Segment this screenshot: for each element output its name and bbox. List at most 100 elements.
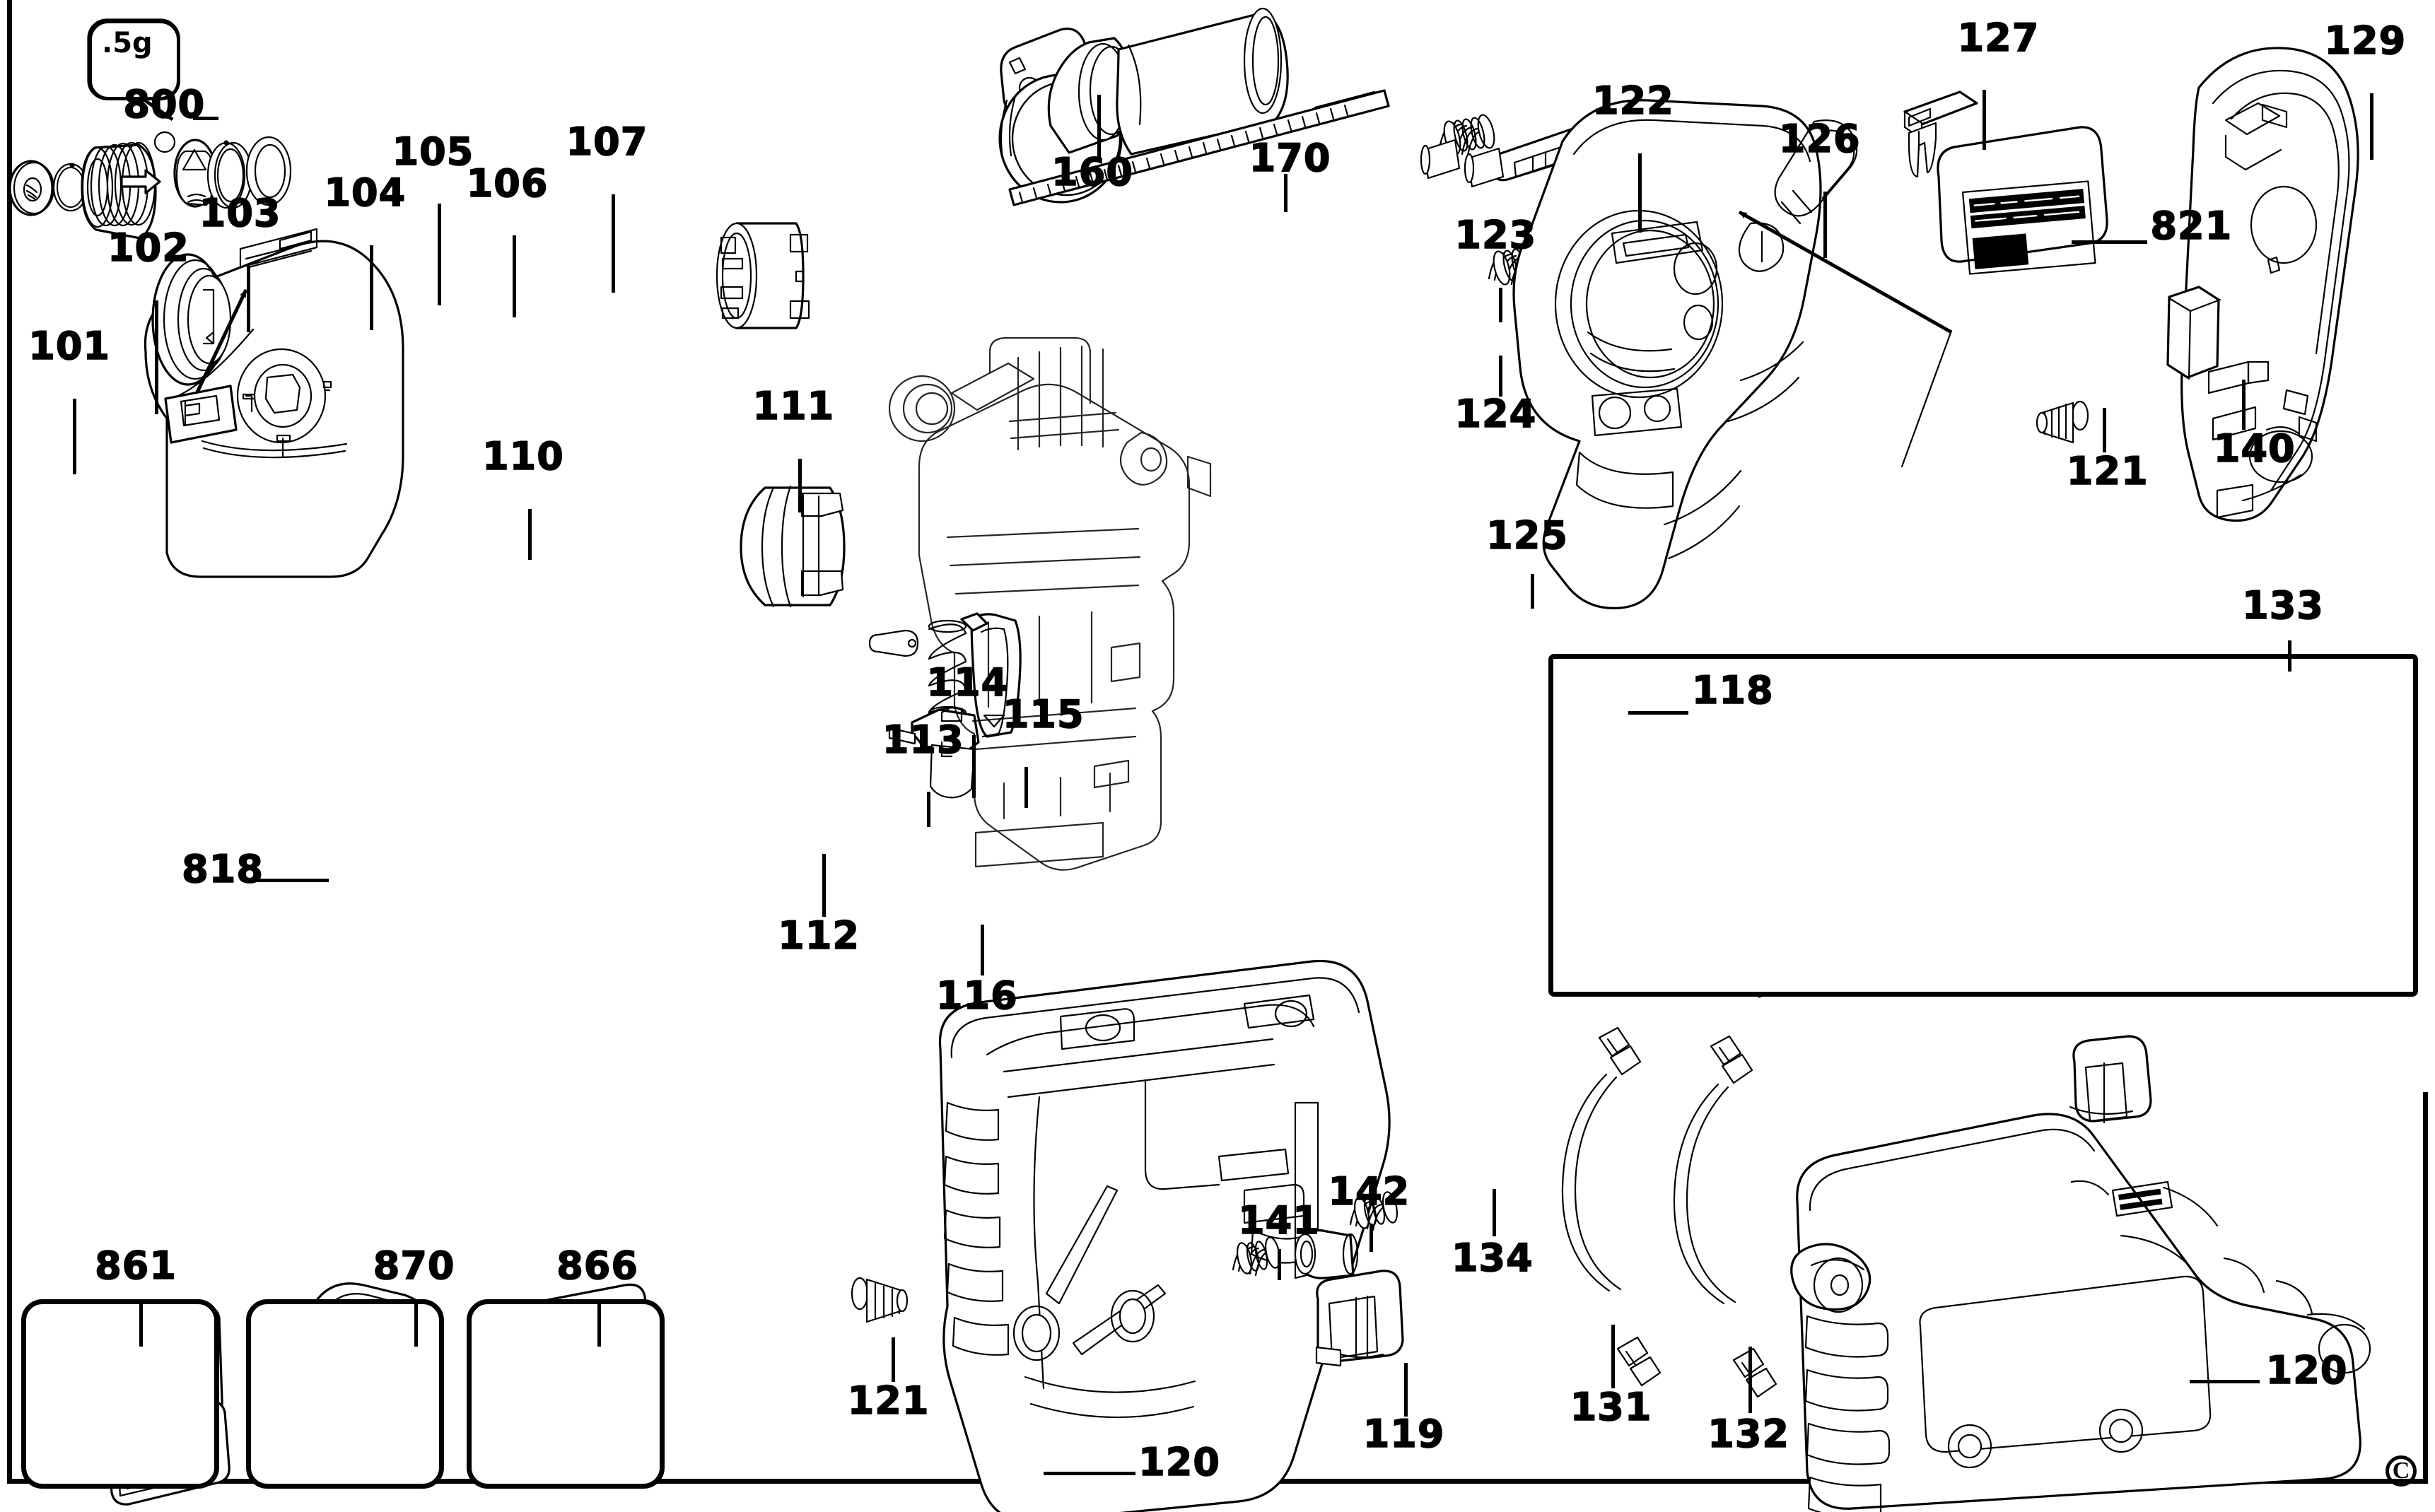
- leader-line-106: [512, 235, 516, 318]
- part-132-art: [1673, 1035, 1777, 1398]
- callout-number-102-retaining-ring: 102: [107, 225, 189, 271]
- leader-line-110: [527, 509, 532, 560]
- leader-line-102: [155, 300, 159, 414]
- leader-line-105: [438, 204, 442, 305]
- callout-number-121-screw-handle: 121: [2066, 448, 2149, 493]
- part-123-art: [1438, 114, 1495, 157]
- leader-line-866: [597, 1302, 602, 1347]
- callout-number-124-carbon-brush: 124: [1454, 392, 1537, 437]
- callout-number-821-rating-nameplate: 821: [2150, 203, 2233, 248]
- leader-line-870: [414, 1302, 418, 1347]
- part-104-art: [153, 131, 176, 153]
- leader-line-121: [2103, 407, 2107, 452]
- inset-box-harness-133: [1548, 654, 2418, 997]
- callout-number-125-contact-spring: 125: [1485, 513, 1568, 558]
- leader-line-120: [2190, 1380, 2260, 1384]
- callout-number-119-battery-latch: 119: [1362, 1411, 1445, 1456]
- part-160-art: [998, 7, 1289, 204]
- leader-line-119: [1403, 1362, 1408, 1417]
- part-121-handle-art: [2036, 400, 2089, 444]
- leader-line-104: [370, 245, 374, 331]
- leader-line-125: [1530, 573, 1534, 609]
- part-126-art: [1512, 99, 1953, 609]
- part-110-art: [144, 228, 404, 578]
- leader-line-126: [1823, 191, 1827, 258]
- callout-number-142-bushing: 142: [1328, 1169, 1411, 1214]
- callout-number-106-spring-ring: 106: [466, 160, 549, 206]
- sheet-border-right: [2423, 1092, 2428, 1483]
- part-818-art: [164, 385, 238, 444]
- callout-number-160-side-handle: 160: [1051, 149, 1133, 194]
- callout-number-141-small-spring: 141: [1237, 1197, 1320, 1243]
- part-140-art: [2166, 286, 2221, 380]
- part-821-art: [1937, 126, 2108, 275]
- callout-number-111-clutch-ring: 111: [752, 383, 835, 428]
- leader-line-111: [798, 458, 802, 512]
- inset-box-case-861: [21, 1299, 219, 1489]
- leader-line-133: [2288, 640, 2292, 672]
- callout-number-129-handle-cover: 129: [2324, 18, 2407, 64]
- callout-number-127-switch-trigger-slide: 127: [1957, 15, 2040, 60]
- leader-line-112: [822, 853, 826, 918]
- callout-number-118-terminal-connector: 118: [1691, 668, 1774, 713]
- leader-line-114: [972, 734, 976, 799]
- part-102-art: [52, 163, 89, 212]
- callout-number-861-carrying-case: 861: [94, 1243, 177, 1289]
- part-120-left-art: [938, 959, 1391, 1512]
- leader-line-818: [252, 879, 329, 883]
- callout-number-170-depth-rod: 170: [1249, 135, 1331, 180]
- leader-line-129: [2370, 93, 2374, 160]
- leader-line-101: [72, 398, 76, 474]
- leader-line-800: [192, 117, 218, 121]
- callout-number-818-warning-label-gear-case: 818: [181, 847, 264, 892]
- part-124-art: [1420, 139, 1505, 188]
- callout-number-101-washer: 101: [28, 323, 110, 368]
- part-127-art: [1903, 90, 1978, 178]
- leader-line-103: [246, 265, 250, 332]
- leader-line-123: [1499, 288, 1503, 323]
- leader-line-116: [980, 925, 984, 975]
- leader-line-118: [1628, 711, 1689, 715]
- callout-number-132-lead-wire-long: 132: [1707, 1411, 1789, 1456]
- callout-number-122-brush-cap: 122: [1592, 78, 1674, 124]
- callout-number-121-screw: 121: [847, 1378, 930, 1423]
- leader-line-107: [612, 194, 616, 293]
- part-122-art: [1487, 119, 1613, 182]
- grease-weight-label: .5g: [102, 27, 153, 59]
- sheet-border-left: [7, 0, 12, 1483]
- part-101-art: [8, 160, 55, 216]
- callout-number-133-switch-and-harness-assembly: 133: [2241, 582, 2324, 628]
- part-111-art: [716, 222, 810, 329]
- leader-line-821: [2071, 240, 2147, 244]
- callout-number-103-chuck-sleeve: 103: [199, 191, 281, 236]
- callout-number-123-brush-spring: 123: [1454, 213, 1537, 258]
- leader-line-134: [1493, 1188, 1497, 1236]
- leader-line-121: [892, 1337, 896, 1382]
- callout-number-112-mode-selector-knob: 112: [777, 913, 860, 959]
- callout-number-113-selector-pin: 113: [882, 717, 964, 762]
- leader-line-131: [1611, 1325, 1615, 1388]
- leader-line-170: [1283, 174, 1287, 212]
- leader-line-127: [1983, 90, 1987, 151]
- part-120-right-art: [1790, 1035, 2371, 1512]
- part-113-art: [868, 629, 919, 657]
- callout-number-120-clamshell-housing-half: 120: [1138, 1439, 1220, 1484]
- inset-box-grease-800: [88, 20, 180, 100]
- part-119-art: [1315, 1270, 1404, 1367]
- callout-number-120-clamshell-housing-half-right: 120: [2265, 1348, 2348, 1393]
- part-121-bottom-art: [851, 1277, 909, 1323]
- callout-number-800-grease-packet: 800: [123, 81, 206, 127]
- leader-line-113: [926, 792, 930, 827]
- motor-assembly-art: [888, 336, 1212, 871]
- callout-number-134-detent-spring: 134: [1451, 1236, 1534, 1281]
- callout-number-105-chuck-clip: 105: [392, 129, 474, 174]
- copyright-mark: C: [2386, 1455, 2417, 1487]
- callout-number-114-compression-spring: 114: [926, 660, 1009, 705]
- leader-line-120: [1044, 1472, 1135, 1476]
- inset-box-charger-870: [246, 1299, 444, 1489]
- leader-line-122: [1637, 153, 1642, 233]
- callout-number-116-mode-switch-actuator: 116: [935, 973, 1018, 1019]
- part-112-art: [740, 485, 846, 608]
- leader-line-160: [1097, 95, 1102, 158]
